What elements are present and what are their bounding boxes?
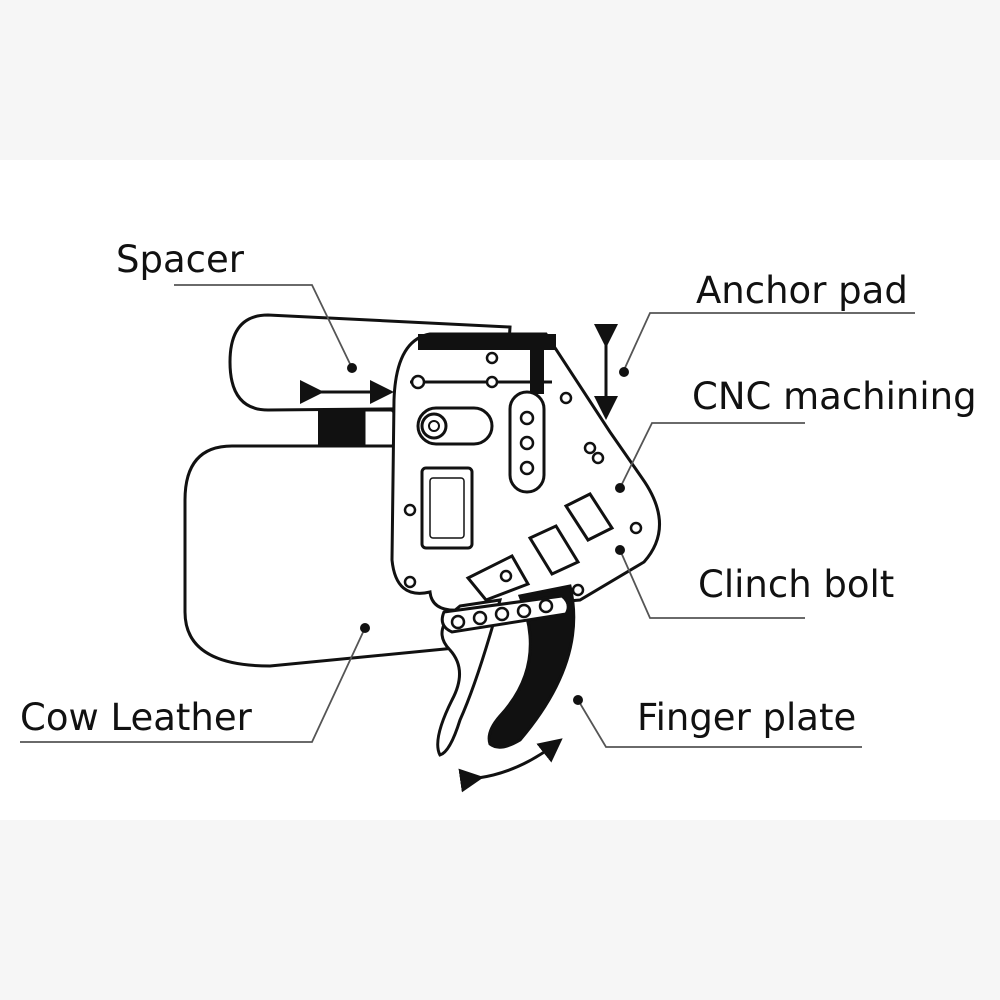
window-cutout-1 [563,492,615,542]
label-cow-leather: Cow Leather [20,696,252,739]
slot-screw-3 [519,460,535,476]
anchor-pad-bar [418,334,556,350]
label-clinch-bolt: Clinch bolt [698,563,895,606]
spacer-rod-dark [318,410,364,448]
plate-cutout-inner [429,477,465,539]
anchor-pad-post [530,334,544,394]
label-anchor-pad: Anchor pad [696,269,908,312]
slot-screw-1 [519,410,535,426]
cow-leather-body [183,444,457,668]
label-spacer: Spacer [116,238,244,281]
leader-lines [20,284,915,748]
plate-cutout [420,466,474,550]
plate-holes [403,351,643,597]
window-cutout-2 [527,524,581,576]
window-cutout-3 [465,554,531,602]
finger-plate-arrow [458,738,563,793]
release-hook [436,598,503,757]
plate-rod-cap [410,374,426,390]
label-finger-plate: Finger plate [637,696,857,739]
strip-screws [450,598,554,630]
spacer-bolt-center [428,420,440,432]
label-cnc-machining: CNC machining [692,375,977,418]
leader-dots [347,363,629,705]
slot-screw-2 [519,435,535,451]
